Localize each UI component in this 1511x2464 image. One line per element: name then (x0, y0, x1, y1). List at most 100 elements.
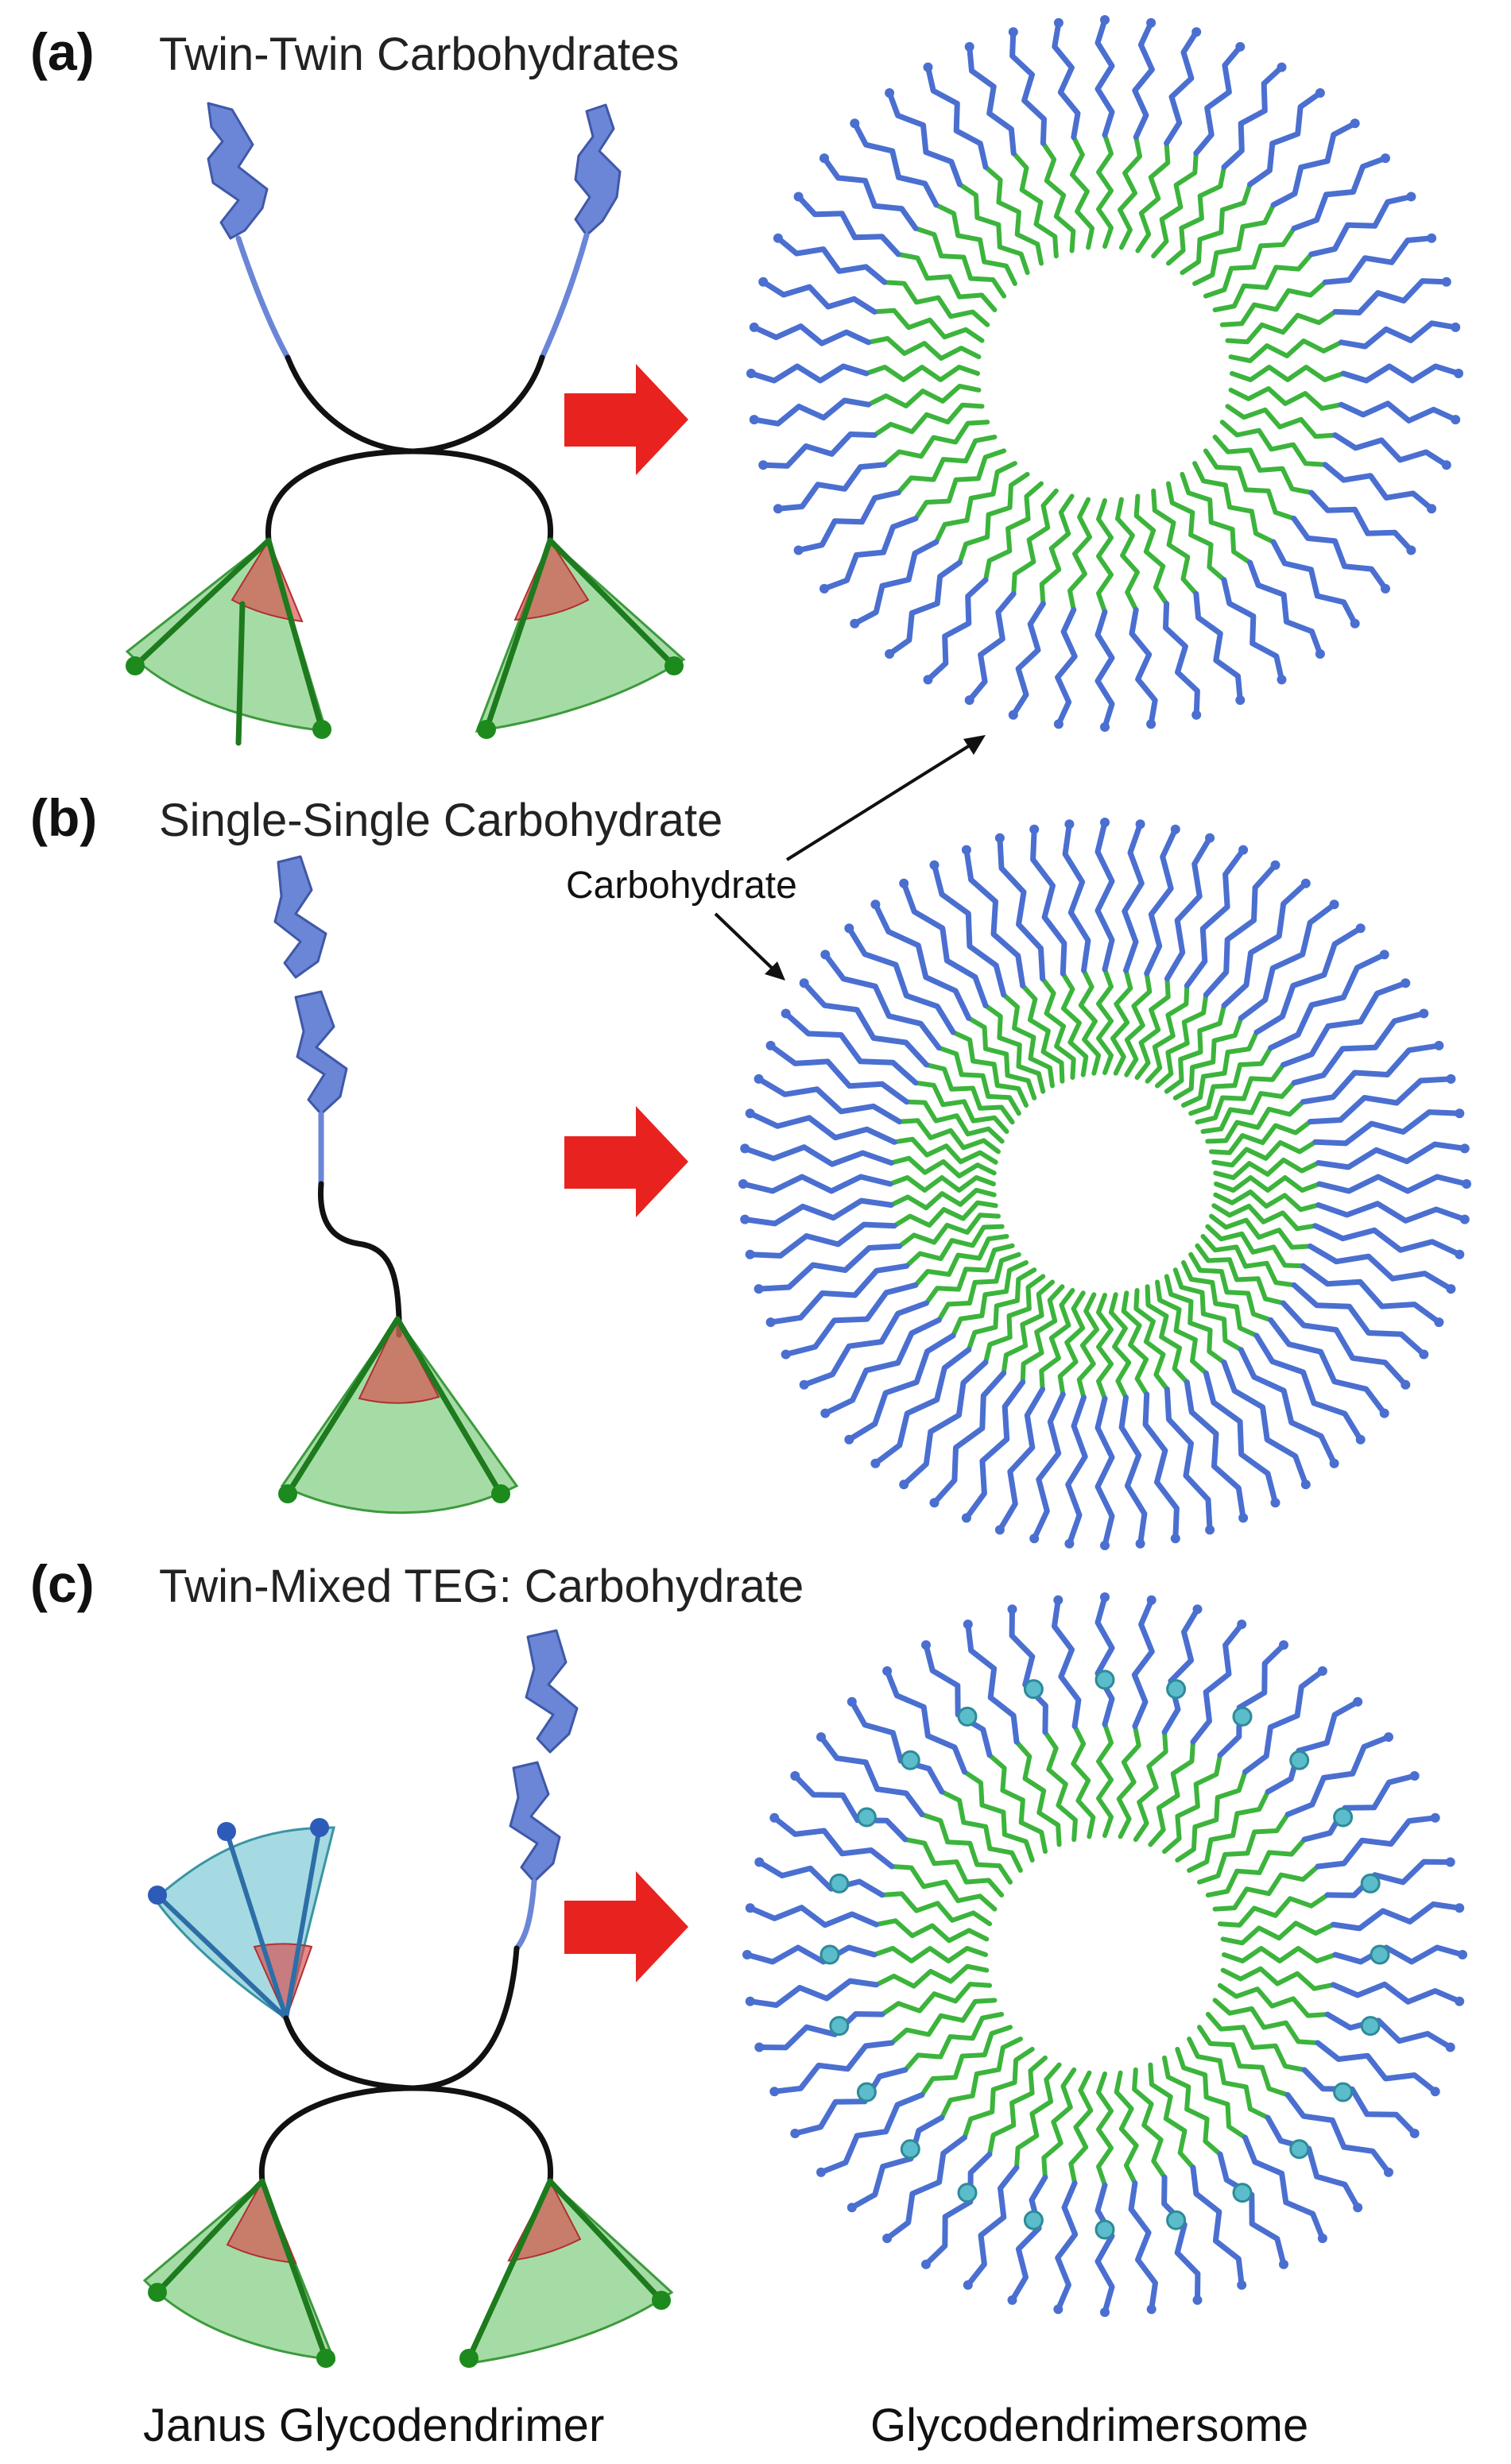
hydrophobic-strand (983, 1003, 1046, 1094)
hydrophobic-strand (1217, 1892, 1331, 1928)
carbohydrate-strand (747, 1978, 879, 2008)
hydrophobic-strand (1180, 182, 1253, 276)
carbohydrate-tip (1270, 1498, 1280, 1508)
carbohydrate-strand (771, 1815, 895, 1870)
carbohydrate-tip (1455, 1996, 1465, 2006)
hydrophobic-strand (1121, 1290, 1149, 1397)
carbohydrate-strand (1315, 1141, 1468, 1170)
hydrophobic-strand (1200, 1234, 1297, 1288)
carbohydrate-strand (1284, 1734, 1392, 1817)
carbohydrate-strand (1301, 2067, 1418, 2137)
carbohydrate-tip (1007, 2295, 1017, 2305)
hydrophobic-strand (881, 280, 990, 327)
carbohydrate-tip (923, 675, 933, 685)
carbohydrate-tip (820, 950, 831, 960)
hydrophobic-strand (1212, 252, 1314, 312)
carbohydrate-strand (760, 279, 878, 315)
hydrophobic-strand (1011, 150, 1059, 259)
carbohydrate-strand (1247, 559, 1323, 657)
hydrophobic-strand (1145, 983, 1190, 1084)
hydrophobic-strand (1220, 1966, 1336, 1991)
carbohydrate-tip (1381, 153, 1390, 164)
teg-group (1232, 2183, 1253, 2203)
carbohydrate-tip (793, 191, 804, 202)
carbohydrate-strand (997, 835, 1046, 982)
assembly-arrow-b (564, 1106, 688, 1217)
carbohydrate-tip (745, 1249, 755, 1259)
carbohydrate-strand (1221, 577, 1284, 683)
carbohydrate-strand (1332, 432, 1450, 468)
hydrophobic-strand (1200, 1080, 1297, 1134)
carbohydrate-strand (756, 2011, 885, 2051)
hydrophobic-strand (1155, 992, 1209, 1089)
carbohydrate-strand (925, 577, 989, 683)
carbohydrate-strand (965, 1621, 1020, 1745)
carbohydrate-strand (1322, 462, 1435, 512)
carbohydrate-tip (1192, 2295, 1203, 2305)
teg-group (1360, 1873, 1381, 1893)
carbohydrate-strand (740, 1174, 893, 1194)
hydrophobic-strand (936, 1045, 1021, 1116)
hydrophobic-strand (1228, 338, 1344, 363)
carbohydrate-tip (994, 833, 1005, 843)
panel-a-letter: (a) (30, 22, 95, 81)
carbohydrate-strand (1221, 1360, 1309, 1487)
carbohydrate-tip (1053, 1595, 1064, 1605)
carbohydrate-strand (1132, 20, 1155, 141)
carbohydrate-strand (932, 862, 1007, 998)
hydrophobic-strand (1166, 164, 1226, 266)
hydrophobic-strand (1209, 1213, 1313, 1250)
carbohydrate-tip (1430, 2087, 1440, 2097)
hydrophobic-dendron (278, 1316, 519, 1514)
carbohydrate-tip (1329, 1458, 1339, 1468)
teg-group (1370, 1944, 1390, 1965)
carbohydrate-tip (1350, 618, 1360, 629)
carbohydrate-strand (1128, 2180, 1158, 2312)
carbohydrate-strand (1184, 1379, 1246, 1521)
carbohydrate-tip (1441, 460, 1451, 470)
carbohydrate-tip (1100, 818, 1110, 827)
hydrophobic-strand (1115, 497, 1140, 613)
carbohydrate-tip (1419, 1008, 1429, 1019)
hydrophobic-strand (896, 435, 998, 495)
carbohydrate-strand (1010, 601, 1046, 718)
carbohydrate-tip (746, 369, 756, 378)
hydrophobic-strand (866, 336, 982, 361)
carbohydrate-headgroup-left (207, 102, 269, 240)
hydrophobic-strand (1164, 1003, 1226, 1094)
carbohydrate-strand (756, 1859, 885, 1898)
hydrophobic-strand (951, 1030, 1029, 1108)
carbohydrate-tip (745, 1996, 755, 2006)
hydrophobic-strand (1164, 1274, 1226, 1365)
hydrophobic-dendron-left (125, 537, 331, 746)
teg-group (856, 1807, 877, 1828)
carbohydrate-strand (1280, 1300, 1408, 1388)
carbohydrate-strand (1300, 1263, 1442, 1325)
hydrophobic-strand (912, 1234, 1009, 1288)
carbohydrate-headgroup-lower (294, 990, 348, 1116)
carbohydrate-strand (1030, 826, 1067, 977)
hydrophobic-strand (1181, 1260, 1259, 1338)
hydrophobic-strand (1205, 1837, 1308, 1897)
hydrophobic-strand (962, 2047, 1035, 2141)
carbohydrate-tip (765, 1040, 776, 1050)
carbohydrate-strand (1052, 1597, 1082, 1729)
carbohydrate-tip (773, 504, 783, 514)
terminal-bead (664, 656, 684, 675)
carbohydrate-tip (1434, 1317, 1444, 1328)
carbohydrate-tip (738, 1179, 748, 1189)
carbohydrate-tip (1279, 1640, 1288, 1650)
hydrophobic-strand (1155, 1279, 1209, 1376)
carbohydrate-strand (1193, 44, 1243, 157)
tail-lower (265, 448, 554, 543)
carbohydrate-strand (1324, 1859, 1454, 1898)
carbohydrate-tip (847, 2203, 857, 2213)
carbohydrate-label: Carbohydrate (566, 865, 797, 907)
carbohydrate-strand (1009, 2174, 1048, 2303)
carbohydrate-tip (754, 1073, 764, 1084)
carbohydrate-strand (1338, 320, 1459, 350)
carbohydrate-tip (769, 1812, 780, 1823)
hydrophobic-strand (1166, 481, 1226, 582)
carbohydrate-strand (1065, 1394, 1088, 1547)
carbohydrate-tip (870, 899, 881, 910)
